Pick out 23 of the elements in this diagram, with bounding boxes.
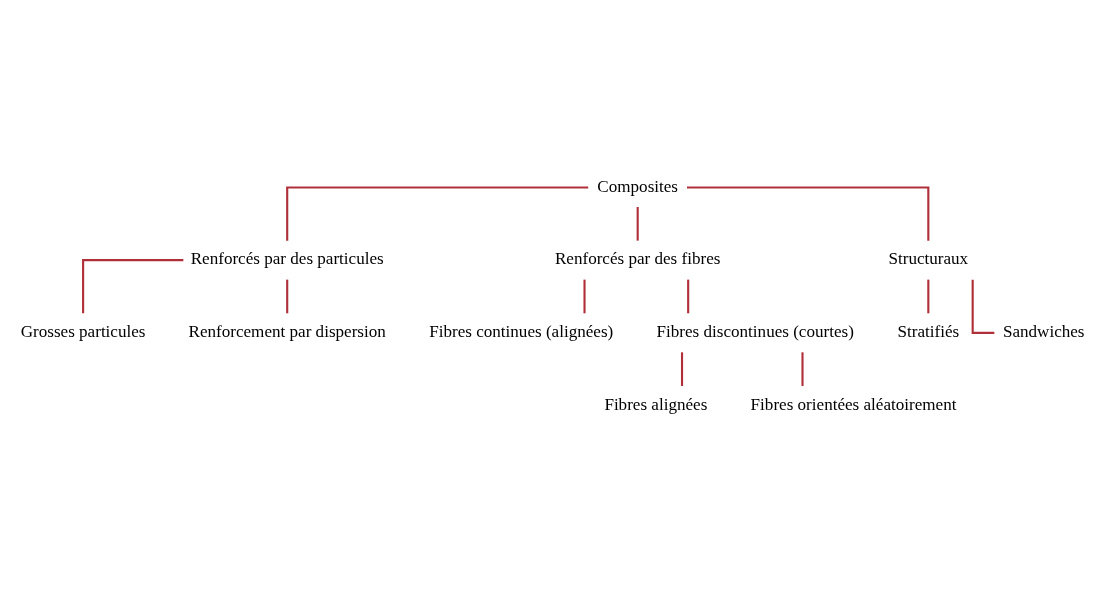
connector xyxy=(286,185,589,241)
node-text: Structuraux xyxy=(888,248,969,268)
node-text: Stratifiés xyxy=(897,321,960,341)
node-text: Fibres continues (alignées) xyxy=(429,321,614,341)
node-text: Sandwiches xyxy=(1002,321,1085,341)
node-text: Renforcés par des fibres xyxy=(554,248,721,268)
connector xyxy=(680,351,684,386)
connector xyxy=(687,279,690,313)
node-text: Fibres alignées xyxy=(604,394,708,414)
node-text: Fibres orientées aléatoirement xyxy=(750,394,957,414)
node-text: Fibres discontinues (courtes) xyxy=(656,321,854,341)
connector xyxy=(801,351,804,386)
connector xyxy=(687,185,930,241)
connector xyxy=(82,258,184,313)
connector xyxy=(971,279,995,334)
node-text: Renforcement par dispersion xyxy=(188,321,386,341)
connector xyxy=(927,279,930,313)
connector xyxy=(636,206,639,241)
connector xyxy=(583,279,586,313)
node-text: Renforcés par des particules xyxy=(190,248,384,268)
node-text: Composites xyxy=(597,176,679,196)
node-text: Grosses particules xyxy=(20,321,146,341)
connector xyxy=(286,279,289,313)
